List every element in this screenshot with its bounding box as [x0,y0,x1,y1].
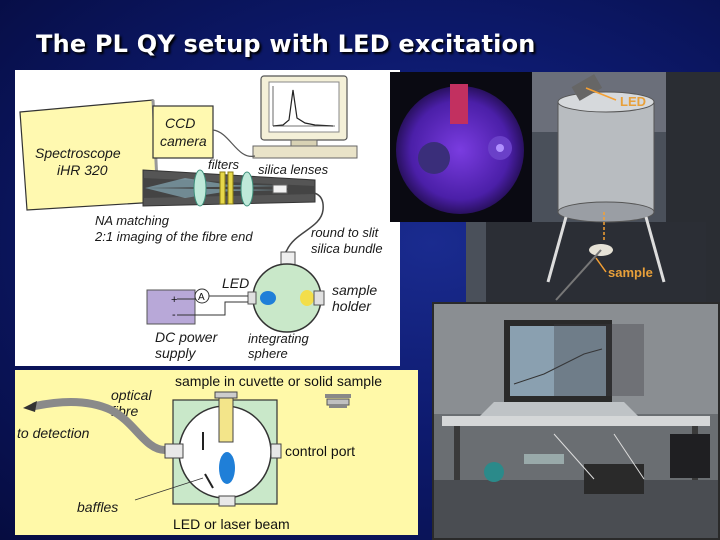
led-laser-label: LED or laser beam [173,516,290,532]
lens-1 [194,170,206,206]
to-detection-label: to detection [17,425,90,441]
led-photo-label: LED [620,94,646,109]
sample-holder-label-1: sample [332,282,377,298]
minus-terminal: - [172,309,176,321]
led-port [219,496,235,506]
integrating-sphere-label-2: sphere [248,346,288,361]
dc-supply-label: supply [155,345,196,361]
na-matching-label: NA matching [95,213,170,228]
ccd-camera-label: camera [160,133,207,149]
baffles-label: baffles [77,499,118,515]
ammeter-label: A [198,292,205,303]
fibre-end [273,185,287,193]
solid-sample-holder-icon [325,394,351,408]
lab-setup-photo [432,302,720,540]
ccd-label: CCD [165,115,195,131]
led-label: LED [222,275,249,291]
cuvette [219,396,233,442]
setup-schematic: Spectroscope iHR 320 CCD camera [15,70,400,366]
computer-monitor-icon [253,76,357,158]
filter-2 [228,172,233,204]
optical-label: optical [111,387,152,403]
ccd-camera-box [153,106,213,158]
filter-1 [220,172,225,204]
slide-title: The PL QY setup with LED excitation [36,30,536,58]
filters-label: filters [208,157,240,172]
sample-holder-label-2: holder [332,298,372,314]
sphere-photo [390,72,532,222]
sample-photo-label: sample [608,265,653,280]
spectroscope-label: Spectroscope [35,145,121,161]
control-port-label: control port [285,443,355,459]
plus-terminal: + [171,294,177,306]
sample-cuvette-label: sample in cuvette or solid sample [175,373,382,389]
integrating-sphere-label-1: integrating [248,331,309,346]
arrow-left-icon [23,401,37,412]
sphere-schematic: sample in cuvette or solid sample optica… [15,370,418,535]
control-port [271,444,281,458]
lens-2 [241,172,253,206]
fibre-port [165,444,183,458]
silica-bundle-label: silica bundle [311,241,383,256]
dc-power-label: DC power [155,329,219,345]
spectroscope-model: iHR 320 [57,162,108,178]
silica-lenses-label: silica lenses [258,162,329,177]
led-beam [219,452,235,484]
integrating-sphere [248,252,324,332]
imaging-label: 2:1 imaging of the fibre end [94,229,253,244]
round-to-slit-label: round to slit [311,225,380,240]
